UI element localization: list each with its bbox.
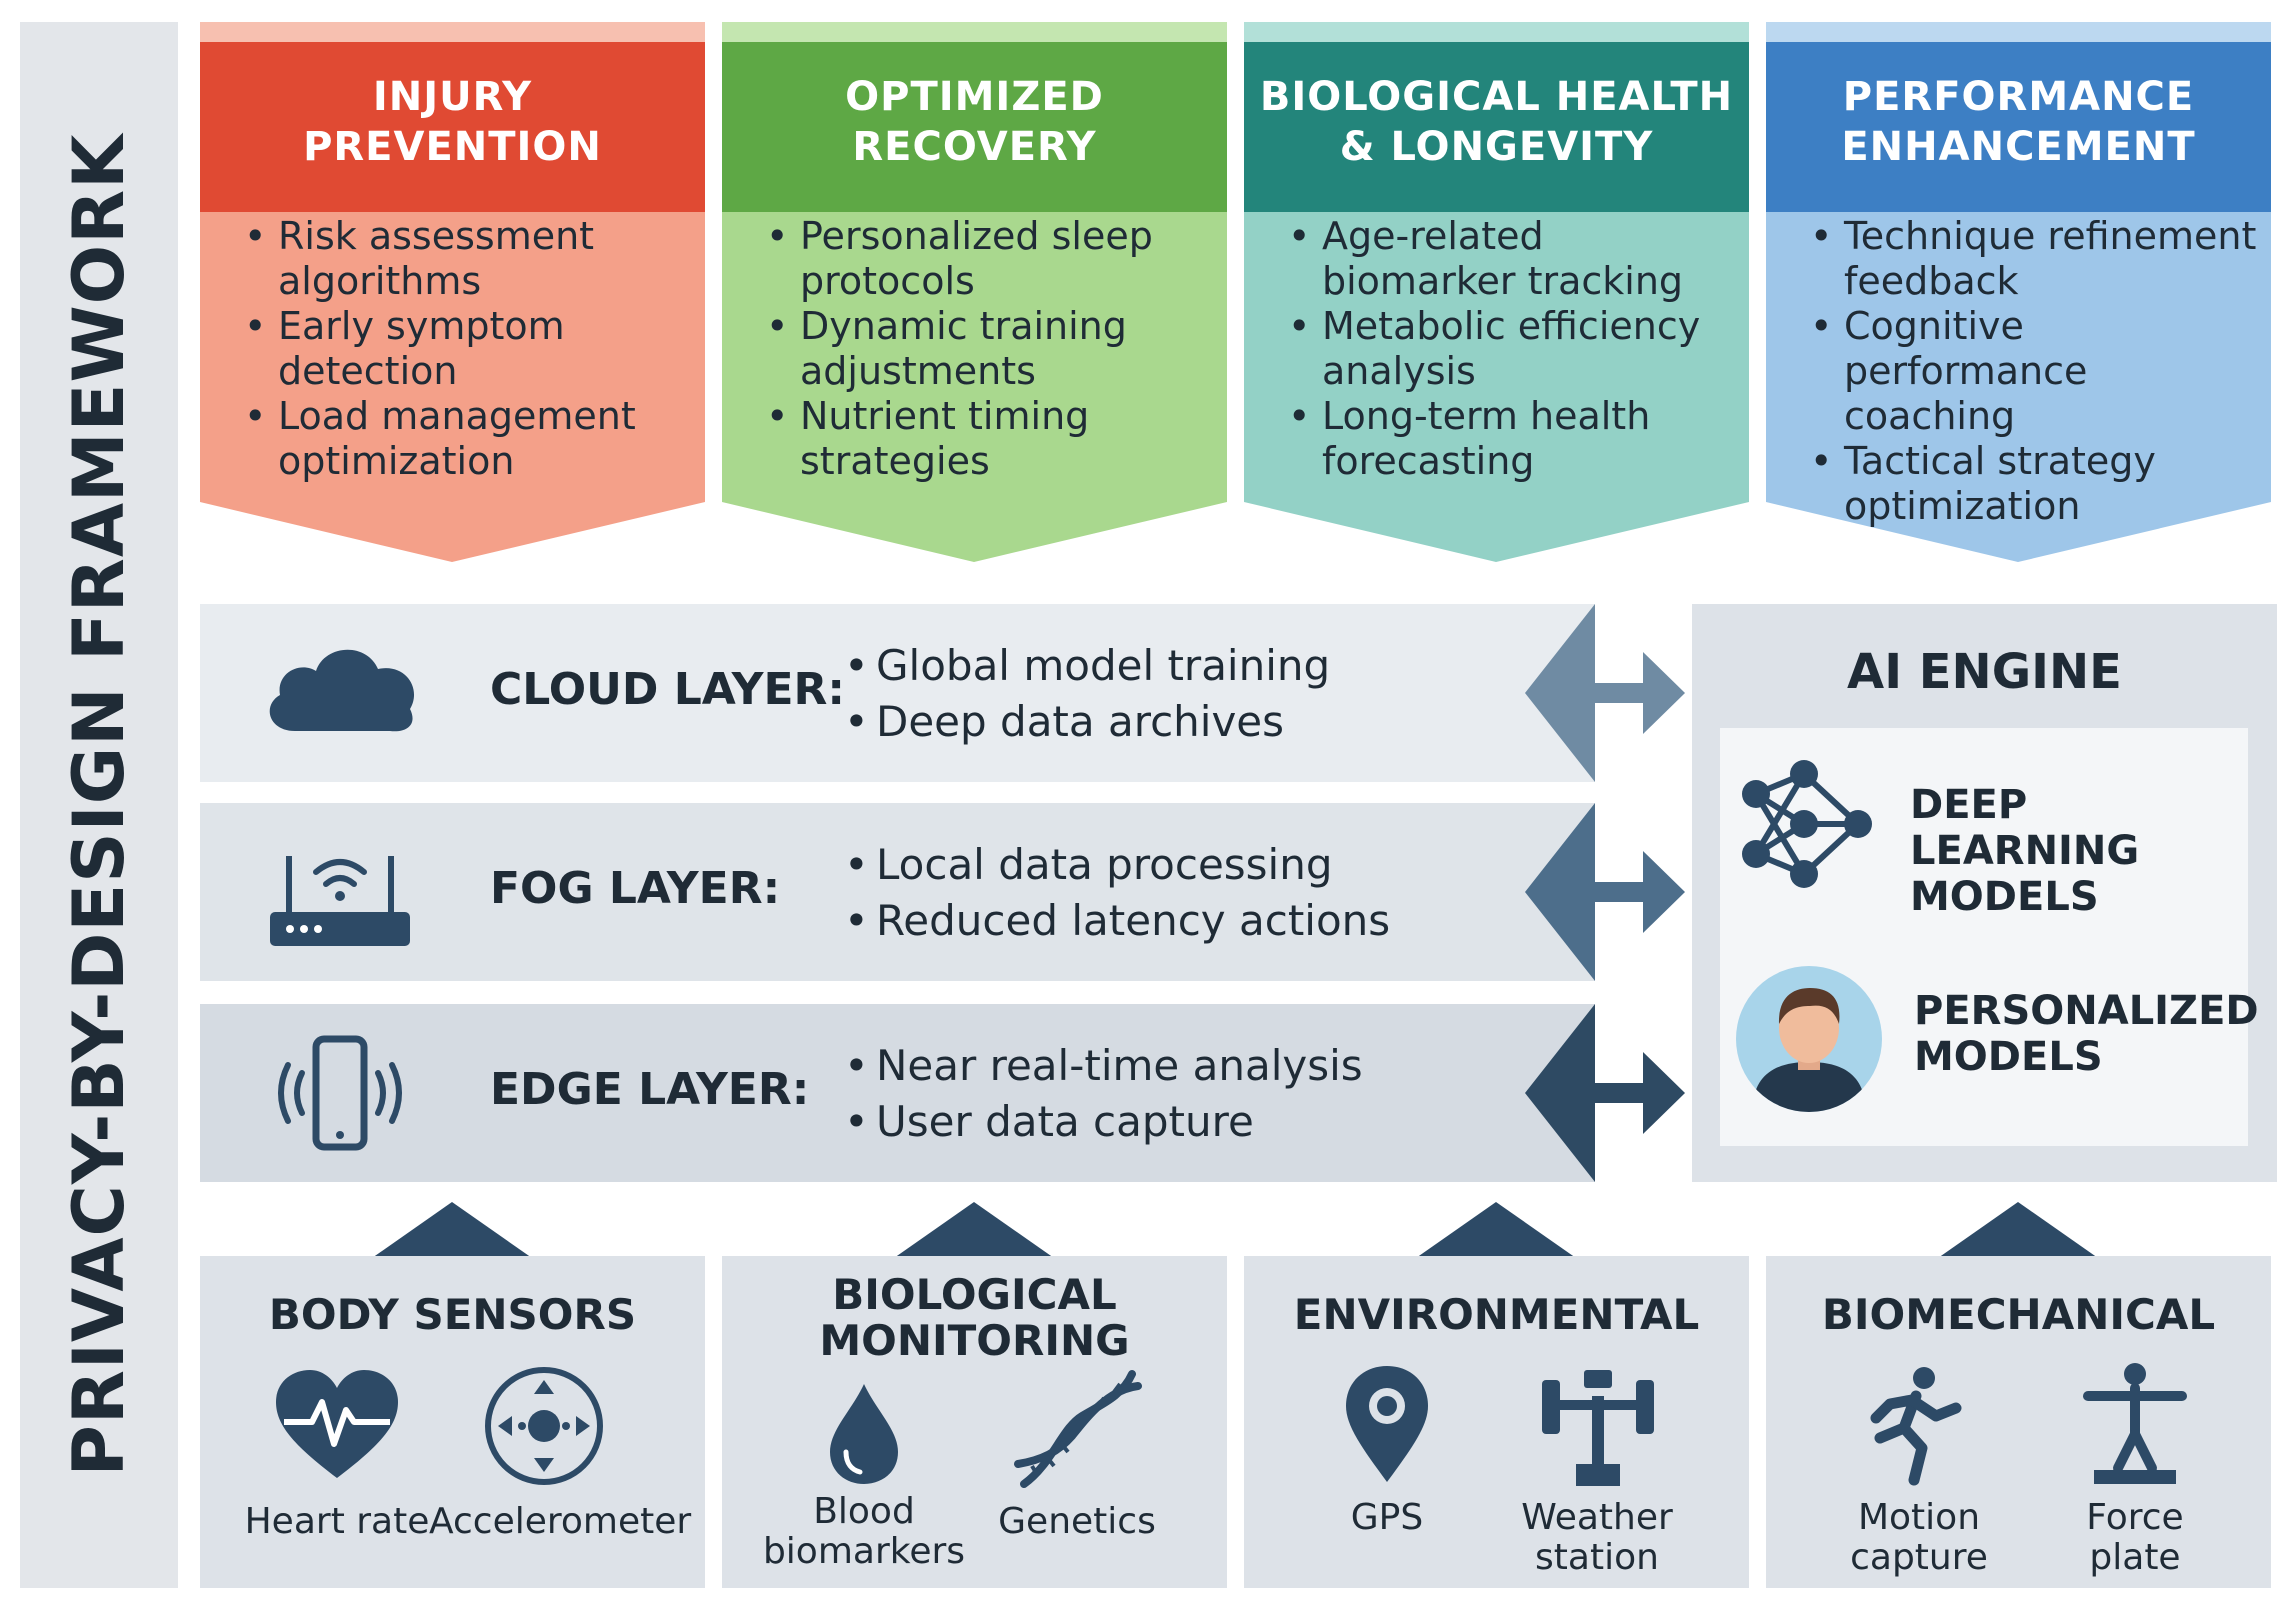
layer-item: Reduced latency actions [840,893,1390,949]
force-plate-icon [2083,1363,2187,1484]
goal-item: Metabolic efficiency analysis [1284,304,1744,394]
source-title: BODY SENSORS [268,1290,637,1339]
neural-network-icon [1742,760,1872,888]
goal-items: Personalized sleep protocols Dynamic tra… [762,214,1222,484]
goal-biological-health: BIOLOGICAL HEALTH & LONGEVITY Age-relate… [1244,22,1749,562]
source-body-sensors: BODY SENSORS Heart rate Accelerometer [200,1256,705,1588]
goal-injury-prevention: INJURY PREVENTION Risk assessment algori… [200,22,705,562]
cloud-arrow-icon [1525,604,1685,782]
goal-items: Age-related biomarker tracking Metabolic… [1284,214,1744,484]
smartphone-icon [278,1035,402,1151]
weather-station-icon [1542,1370,1654,1486]
gps-pin-icon [1346,1366,1428,1482]
framework-bar: PRIVACY-BY-DESIGN FRAMEWORK [20,22,178,1588]
ai-engine-title: AI ENGINE [1847,644,2122,700]
goal-performance-enhancement: PERFORMANCE ENHANCEMENT Technique refine… [1766,22,2271,562]
source-item-label: Accelerometer [429,1501,692,1542]
goal-item: Risk assessment algorithms [240,214,700,304]
layer-item: Local data processing [840,837,1390,893]
source-item-label: Weather station [1521,1497,1673,1578]
source-title: BIOMECHANICAL [1821,1290,2216,1339]
ai-models-panel: DEEP LEARNING MODELS PERSONALIZED MODELS [1720,728,2259,1146]
goal-items: Risk assessment algorithms Early symptom… [240,214,700,484]
fog-arrow-icon [1525,803,1685,981]
edge-arrow-icon [1525,1004,1685,1182]
goal-title: BIOLOGICAL HEALTH & LONGEVITY [1259,74,1734,170]
source-biological-monitoring: BIOLOGICAL MONITORING Blood biomarkers G… [722,1256,1227,1588]
cloud-icon [269,649,415,732]
personalized-models-label: PERSONALIZED MODELS [1914,988,2259,1080]
edge-layer: EDGE LAYER: Near real-time analysis User… [200,1004,1595,1182]
layer-title: EDGE LAYER: [490,1064,810,1115]
goal-item: Age-related biomarker tracking [1284,214,1744,304]
goal-item: Load management optimization [240,394,700,484]
layer-item: Global model training [840,638,1330,694]
user-avatar-icon [1736,966,1882,1112]
source-item-label: Motion capture [1850,1497,1988,1578]
goal-item: Nutrient timing strategies [762,394,1222,484]
layer-item: Near real-time analysis [840,1038,1363,1094]
goal-title: PERFORMANCE ENHANCEMENT [1841,74,2196,170]
fog-layer: FOG LAYER: Local data processing Reduced… [200,803,1595,981]
source-biomechanical: BIOMECHANICAL Motion capture Force plate [1766,1256,2271,1588]
dna-icon [1014,1370,1142,1488]
goal-optimized-recovery: OPTIMIZED RECOVERY Personalized sleep pr… [722,22,1227,562]
source-cap [894,1202,1054,1258]
layer-items: Local data processing Reduced latency ac… [840,837,1390,949]
goal-title: INJURY PREVENTION [303,74,602,170]
framework-label: PRIVACY-BY-DESIGN FRAMEWORK [58,133,140,1477]
source-title: ENVIRONMENTAL [1293,1290,1700,1339]
goal-item: Tactical strategy optimization [1806,439,2266,529]
source-item-label: Force plate [2086,1497,2184,1578]
ai-engine-panel: AI ENGINE DEEP LEARNING MODELS [1692,604,2277,1182]
cloud-layer: CLOUD LAYER: Global model training Deep … [200,604,1595,782]
goal-item: Cognitive performance coaching [1806,304,2266,439]
layer-title: FOG LAYER: [490,863,781,914]
source-cap [1416,1202,1576,1258]
router-icon [270,856,410,946]
goal-item: Long-term health forecasting [1284,394,1744,484]
goal-item: Technique refinement feedback [1806,214,2266,304]
goal-item: Personalized sleep protocols [762,214,1222,304]
goal-item: Early symptom detection [240,304,700,394]
source-item-label: Blood biomarkers [762,1491,966,1572]
source-item-label: GPS [1350,1497,1424,1538]
goal-items: Technique refinement feedback Cognitive … [1806,214,2266,529]
goal-title: OPTIMIZED RECOVERY [845,74,1104,170]
accelerometer-icon [485,1367,603,1485]
source-cap [1938,1202,2098,1258]
heart-rate-icon [276,1370,398,1478]
goal-item: Dynamic training adjustments [762,304,1222,394]
blood-drop-icon [830,1384,898,1484]
layer-items: Near real-time analysis User data captur… [840,1038,1363,1150]
layer-items: Global model training Deep data archives [840,638,1330,750]
source-item-label: Heart rate [244,1501,430,1542]
running-person-icon [1870,1367,1962,1486]
source-environmental: ENVIRONMENTAL GPS Weather station [1244,1256,1749,1588]
source-title: BIOLOGICAL MONITORING [819,1270,1130,1365]
layer-item: User data capture [840,1094,1363,1150]
deep-learning-label: DEEP LEARNING MODELS [1910,782,2140,920]
source-item-label: Genetics [998,1501,1156,1542]
layer-title: CLOUD LAYER: [490,664,846,715]
layer-item: Deep data archives [840,694,1330,750]
source-cap [372,1202,532,1258]
